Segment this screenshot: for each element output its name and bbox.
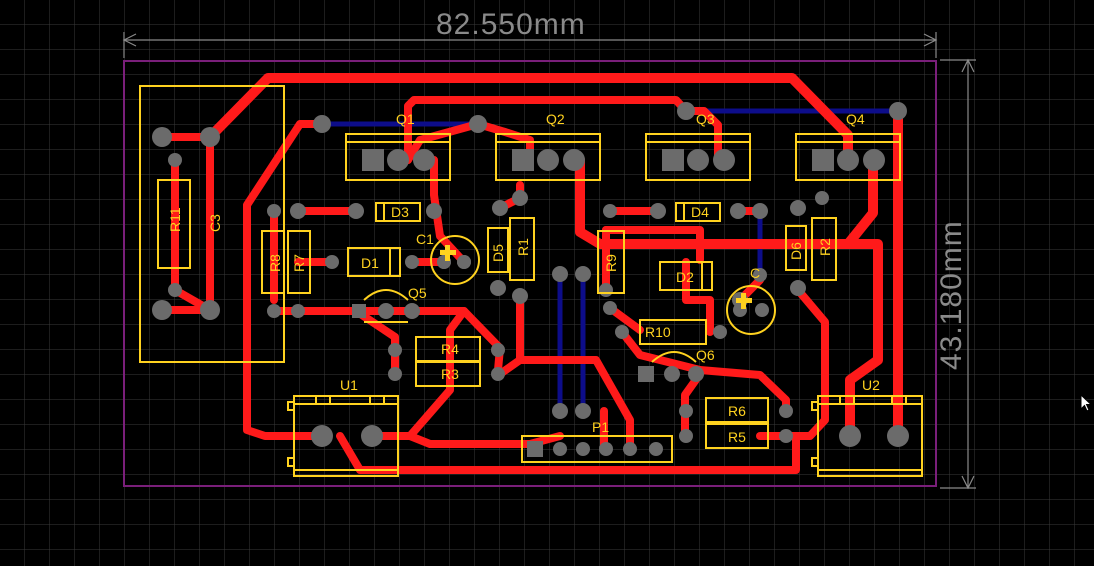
board-outline — [123, 60, 937, 487]
label-p1: P1 — [592, 419, 609, 435]
label-r8: R8 — [267, 254, 283, 272]
label-r10: R10 — [645, 324, 671, 340]
reference-designators: Q1 Q2 Q3 Q4 Q5 Q6 D3 D4 D1 D2 C1 C R4 R3… — [167, 111, 880, 445]
label-d2: D2 — [676, 269, 694, 285]
label-r5: R5 — [728, 429, 746, 445]
label-u1: U1 — [340, 377, 358, 393]
label-r11: R11 — [167, 207, 183, 232]
label-q5: Q5 — [408, 285, 427, 301]
label-q3: Q3 — [696, 111, 715, 127]
label-c3: C3 — [207, 214, 223, 232]
label-q6: Q6 — [696, 347, 715, 363]
board-width-dimension: 82.550mm — [436, 8, 586, 41]
label-d6: D6 — [788, 242, 804, 260]
mouse-cursor-icon — [1080, 394, 1093, 412]
label-c1: C1 — [416, 231, 434, 247]
label-q1: Q1 — [396, 111, 415, 127]
dimension-lines — [122, 32, 976, 490]
bottom-copper-traces — [319, 108, 901, 414]
silkscreen-outlines — [139, 85, 923, 477]
label-r3: R3 — [441, 366, 459, 382]
label-r7: R7 — [291, 254, 307, 272]
label-r1: R1 — [515, 238, 531, 256]
label-d3: D3 — [391, 204, 409, 220]
label-d5: D5 — [490, 244, 506, 262]
pads — [152, 102, 909, 457]
silkscreen-marks — [440, 245, 752, 309]
label-r4: R4 — [441, 341, 459, 357]
label-r2: R2 — [817, 238, 833, 256]
label-r6: R6 — [728, 403, 746, 419]
label-c: C — [750, 265, 760, 281]
label-d4: D4 — [691, 204, 709, 220]
label-u2: U2 — [862, 377, 880, 393]
label-r9: R9 — [603, 254, 619, 272]
label-q4: Q4 — [846, 111, 865, 127]
label-q2: Q2 — [546, 111, 565, 127]
label-d1: D1 — [361, 255, 379, 271]
board-height-dimension: 43.180mm — [935, 220, 968, 370]
